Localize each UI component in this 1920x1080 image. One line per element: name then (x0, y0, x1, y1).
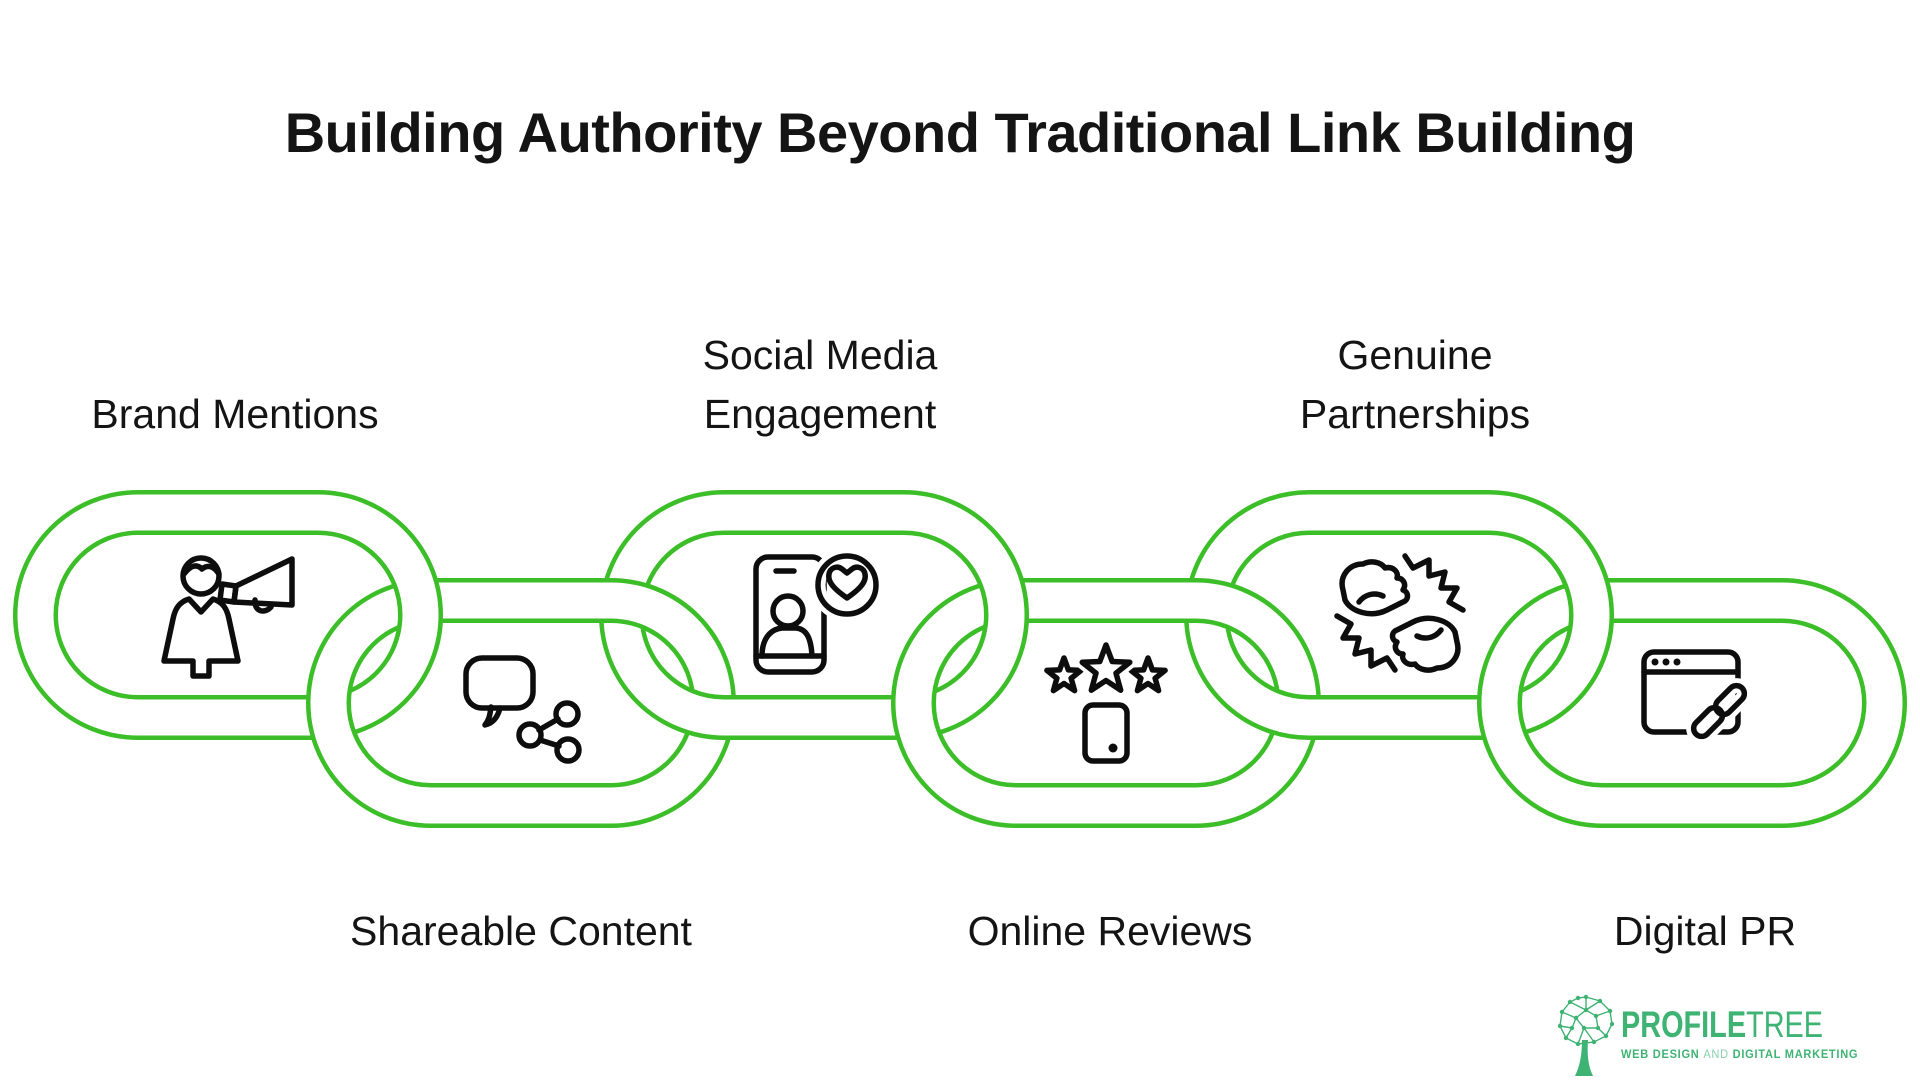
chain-weave-fix-1 (367, 552, 443, 650)
item-label-genuine-partnerships: Genuine Partnerships (1299, 332, 1531, 437)
page-title: Building Authority Beyond Traditional Li… (284, 101, 1636, 164)
browser-link-icon (1641, 649, 1752, 744)
logo-text: PROFILETREE WEB DESIGN AND DIGITAL MARKE… (1621, 994, 1880, 1061)
phone-heart-icon (753, 548, 884, 675)
item-label-online-reviews: Online Reviews (967, 908, 1253, 954)
brand-logo: PROFILETREE WEB DESIGN AND DIGITAL MARKE… (1558, 994, 1880, 1078)
person-megaphone-icon (161, 555, 295, 679)
logo-brand-name: PROFILETREE (1621, 1004, 1824, 1045)
logo-tagline: WEB DESIGN AND DIGITAL MARKETING (1621, 1047, 1859, 1061)
item-label-shareable-content: Shareable Content (350, 908, 692, 954)
item-label-brand-mentions: Brand Mentions (91, 391, 379, 437)
speech-bubble-share-icon (463, 655, 587, 769)
item-label-social-media: Social Media Engagement (702, 332, 938, 437)
chain-link-6 (1477, 578, 1907, 828)
item-label-digital-pr: Digital PR (1613, 908, 1797, 954)
chain-weave-fix-5 (1538, 552, 1614, 650)
fist-bump-icon (1334, 553, 1466, 673)
stars-phone-icon (1044, 638, 1168, 764)
chain-weave-fix-3 (953, 552, 1029, 650)
tree-network-icon (1558, 994, 1614, 1076)
